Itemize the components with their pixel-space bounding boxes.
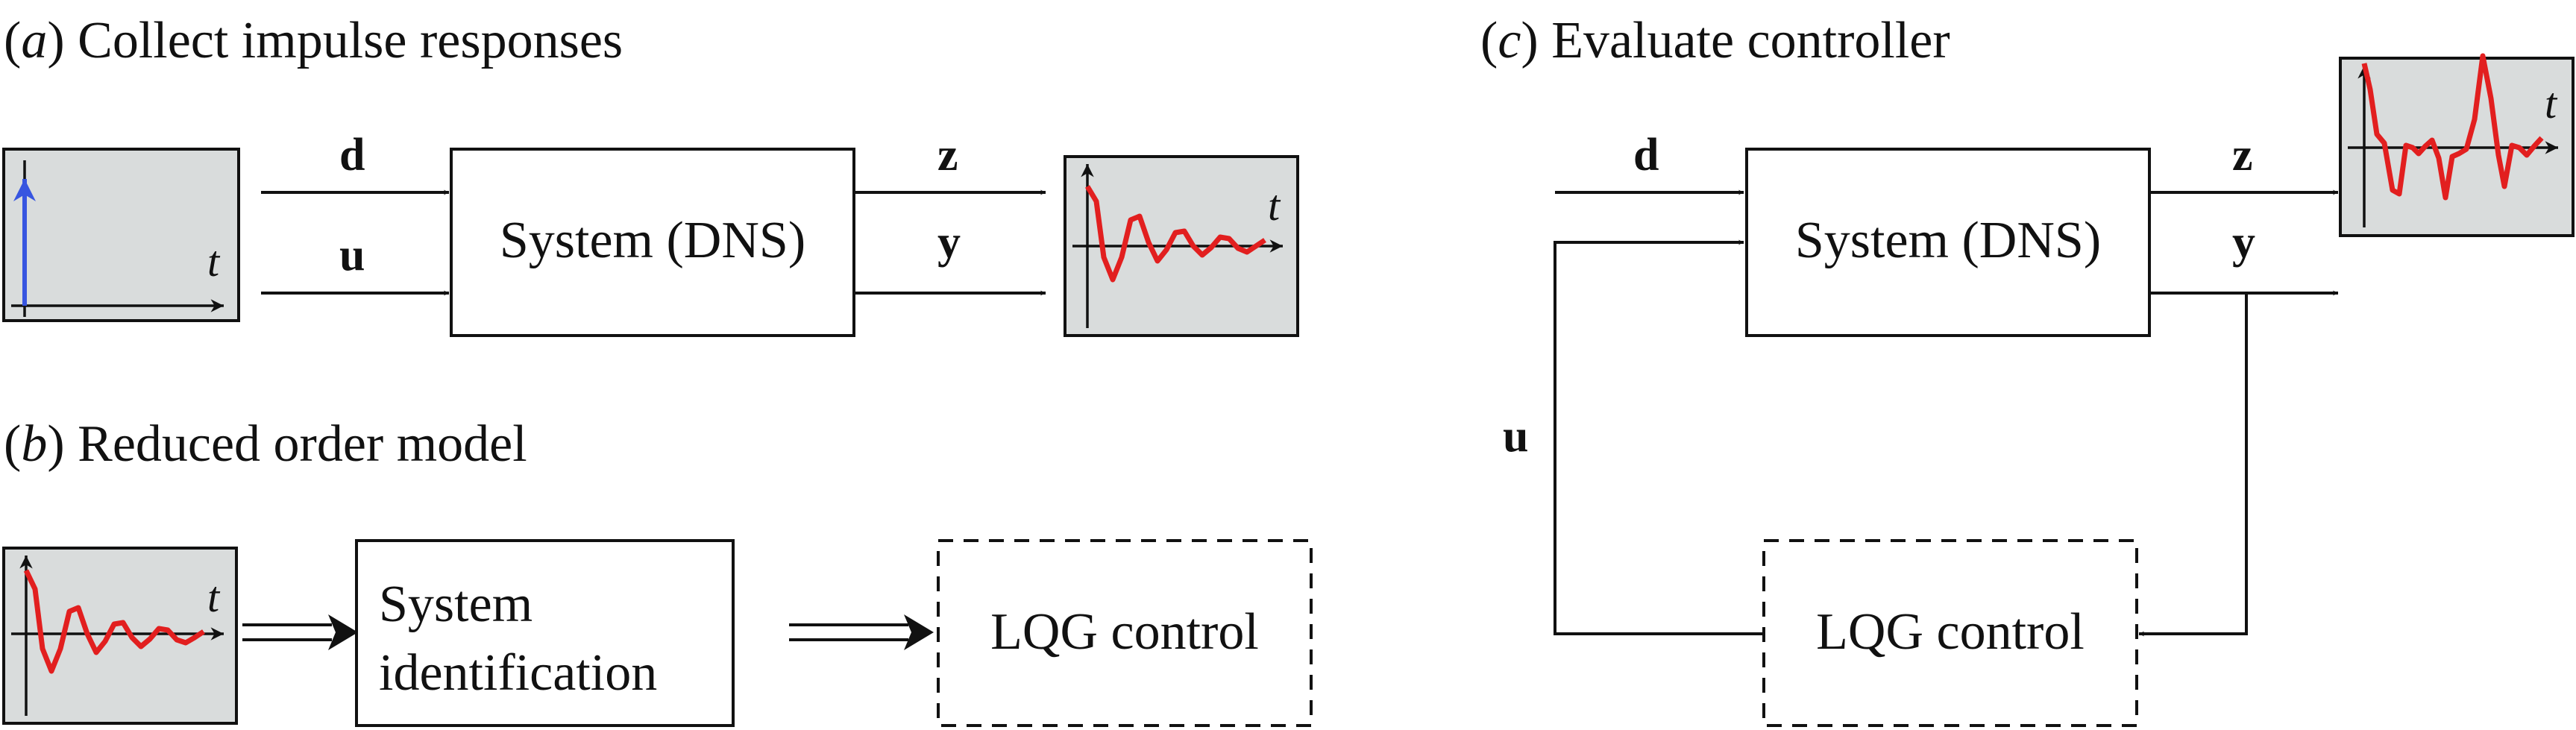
impulse-plot-t-label: t (207, 237, 221, 286)
signal-d-label: d (339, 130, 365, 180)
lqg-control-label-b: LQG control (990, 603, 1259, 661)
double-arrow-icon (789, 614, 934, 650)
panel-b-tag: b (21, 415, 47, 473)
system-dns-label-a: System (DNS) (500, 212, 805, 269)
controlled-plot-t-label: t (2545, 79, 2558, 128)
lqg-control-label-c: LQG control (1816, 603, 2085, 661)
panel-b: (b) Reduced order model t System identif… (2, 415, 1313, 727)
signal-u-label: u (339, 230, 365, 280)
decaying-plot-t-label-a: t (1268, 181, 1281, 230)
lqg-control-box-b (937, 539, 1313, 727)
panel-a: (a) Collect impulse responses t d u Syst… (2, 12, 1299, 337)
panel-b-title: (b) Reduced order model (4, 415, 527, 473)
impulse-plot-icon: t (2, 148, 240, 322)
panel-c: (c) Evaluate controller d System (DNS) z… (1480, 12, 2575, 727)
system-dns-label-c: System (DNS) (1795, 212, 2101, 269)
signal-z-label-a: z (937, 130, 958, 180)
arrow-icon (2139, 293, 2248, 637)
signal-y-label-a: y (937, 217, 961, 268)
decaying-response-plot-icon: t (1064, 155, 1299, 337)
signal-d-label-c: d (1633, 130, 1659, 180)
double-arrow-icon (242, 614, 358, 650)
system-dns-box-c (1745, 148, 2151, 337)
decaying-response-plot-icon: t (2, 547, 238, 725)
system-dns-box-a (450, 148, 855, 337)
panel-a-title: (a) Collect impulse responses (4, 12, 623, 69)
sysid-label-line1: System (379, 576, 533, 633)
sysid-label-line2: identification (379, 644, 657, 702)
lqg-control-box-c (1762, 539, 2138, 727)
decaying-plot-t-label-b: t (207, 573, 221, 621)
system-identification-box (355, 539, 735, 727)
panel-c-tag: c (1498, 12, 1521, 69)
panel-c-title: (c) Evaluate controller (1480, 12, 1950, 69)
signal-y-label-c: y (2232, 217, 2255, 268)
panel-a-title-text: Collect impulse responses (78, 12, 623, 69)
panel-b-title-text: Reduced order model (78, 415, 527, 473)
arrow-icon (1554, 239, 1764, 635)
signal-z-label-c: z (2232, 130, 2253, 180)
signal-u-label-c: u (1503, 411, 1528, 462)
panel-a-tag: a (21, 12, 47, 69)
controlled-response-plot-icon: t (2339, 53, 2575, 237)
panel-c-title-text: Evaluate controller (1551, 12, 1950, 69)
